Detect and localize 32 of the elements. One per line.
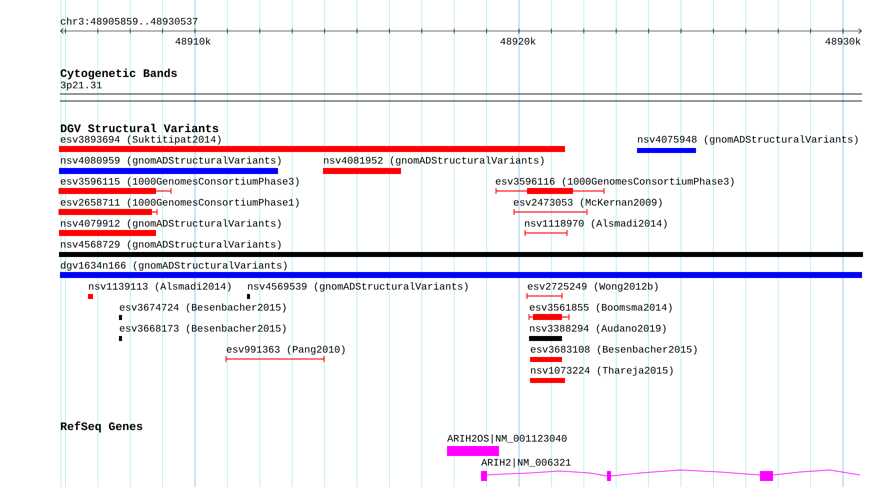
track-title: Cytogenetic Bands [60, 68, 177, 80]
feature-label: ARIH2|NM_006321 [481, 458, 571, 468]
feature-label: ARIH2OS|NM_001123040 [447, 434, 567, 444]
tick-label: 48910k [176, 37, 210, 45]
feature-label: nsv3388294 (Audano2019) [530, 324, 666, 334]
feature-label: esv2725249 (Wong2012b) [528, 282, 658, 292]
feature-label: esv3668173 (Besenbacher2015) [120, 324, 286, 334]
feature-label: nsv4568729 (gnomADStructuralVariants) [61, 240, 281, 250]
feature-label: nsv4081952 (gnomADStructuralVariants) [324, 156, 544, 166]
feature-label: dgv1634n166 (gnomADStructuralVariants) [60, 261, 287, 271]
feature-label: esv3596115 (1000GenomesConsortiumPhase3) [60, 177, 299, 187]
feature-label: esv3674724 (Besenbacher2015) [120, 303, 286, 313]
feature-label: esv2473053 (McKernan2009) [514, 198, 662, 208]
feature-label: esv3596116 (1000GenomesConsortiumPhase3) [496, 177, 734, 187]
feature-label: nsv4079912 (gnomADStructuralVariants) [61, 219, 281, 229]
feature-label: nsv4569539 (gnomADStructuralVariants) [248, 282, 468, 292]
feature-label: esv3683108 (Besenbacher2015) [530, 345, 697, 355]
track-title: RefSeq Genes [60, 422, 142, 432]
feature-label: esv991363 (Pang2010) [226, 345, 345, 355]
feature-label: nsv1073224 (Thareja2015) [531, 366, 673, 376]
feature-label: nsv1118970 (Alsmadi2014) [525, 219, 667, 229]
band-label: 3p21.31 [60, 82, 102, 90]
heading-label: chr3:48905859..48930537 [60, 17, 198, 25]
feature-label: nsv4075948 (gnomADStructuralVariants) [638, 135, 858, 145]
feature-label: nsv1139113 (Alsmadi2014) [89, 282, 231, 292]
tick-label: 48930k [826, 37, 860, 45]
feature-label: esv2658711 (1000GenomesConsortiumPhase1) [60, 198, 299, 208]
feature-label: esv3561855 (Boomsma2014) [530, 303, 672, 313]
feature-label: nsv4080959 (gnomADStructuralVariants) [61, 156, 281, 166]
tick-label: 48920k [500, 37, 536, 45]
track-title: DGV Structural Variants [60, 124, 218, 132]
feature-label: esv3893694 (Suktitipat2014) [60, 135, 221, 145]
